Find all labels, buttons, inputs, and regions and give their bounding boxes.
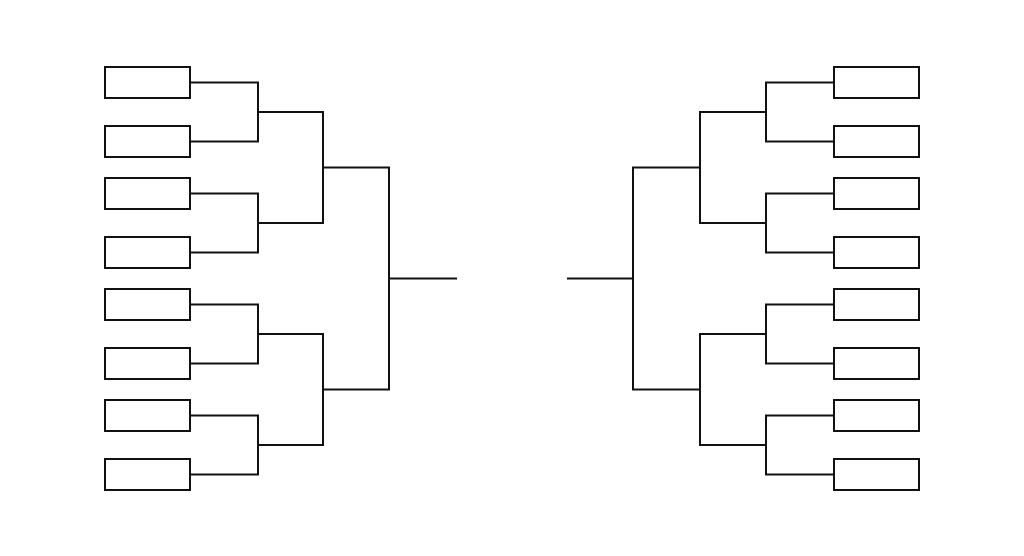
right-round2-connector xyxy=(699,333,767,446)
right-round1-connector xyxy=(765,81,835,143)
right-entry-slot[interactable] xyxy=(833,347,920,380)
right-entry-slot[interactable] xyxy=(833,399,920,432)
left-entry-slot[interactable] xyxy=(104,177,191,210)
left-round1-connector xyxy=(189,81,259,143)
right-entry-slot[interactable] xyxy=(833,288,920,321)
left-entry-slot[interactable] xyxy=(104,125,191,158)
left-entry-slot[interactable] xyxy=(104,399,191,432)
right-round1-connector xyxy=(765,414,835,476)
right-entry-slot[interactable] xyxy=(833,66,920,99)
right-round1-connector xyxy=(765,303,835,365)
left-round1-connector xyxy=(189,414,259,476)
left-round1-connector xyxy=(189,192,259,254)
left-round2-connector xyxy=(257,333,324,446)
right-entry-slot[interactable] xyxy=(833,458,920,491)
right-entry-slot[interactable] xyxy=(833,177,920,210)
left-round2-connector xyxy=(257,111,324,224)
left-entry-slot[interactable] xyxy=(104,288,191,321)
right-round2-connector xyxy=(699,111,767,224)
bracket-right-side xyxy=(567,66,920,491)
right-entry-slot[interactable] xyxy=(833,236,920,269)
left-entry-slot[interactable] xyxy=(104,347,191,380)
left-entry-slot[interactable] xyxy=(104,236,191,269)
right-round3-connector xyxy=(632,166,701,391)
left-entry-slot[interactable] xyxy=(104,66,191,99)
left-round3-connector xyxy=(322,166,390,391)
left-entry-slot[interactable] xyxy=(104,458,191,491)
left-round1-connector xyxy=(189,303,259,365)
right-round1-connector xyxy=(765,192,835,254)
right-entry-slot[interactable] xyxy=(833,125,920,158)
bracket-left-side xyxy=(104,66,457,491)
